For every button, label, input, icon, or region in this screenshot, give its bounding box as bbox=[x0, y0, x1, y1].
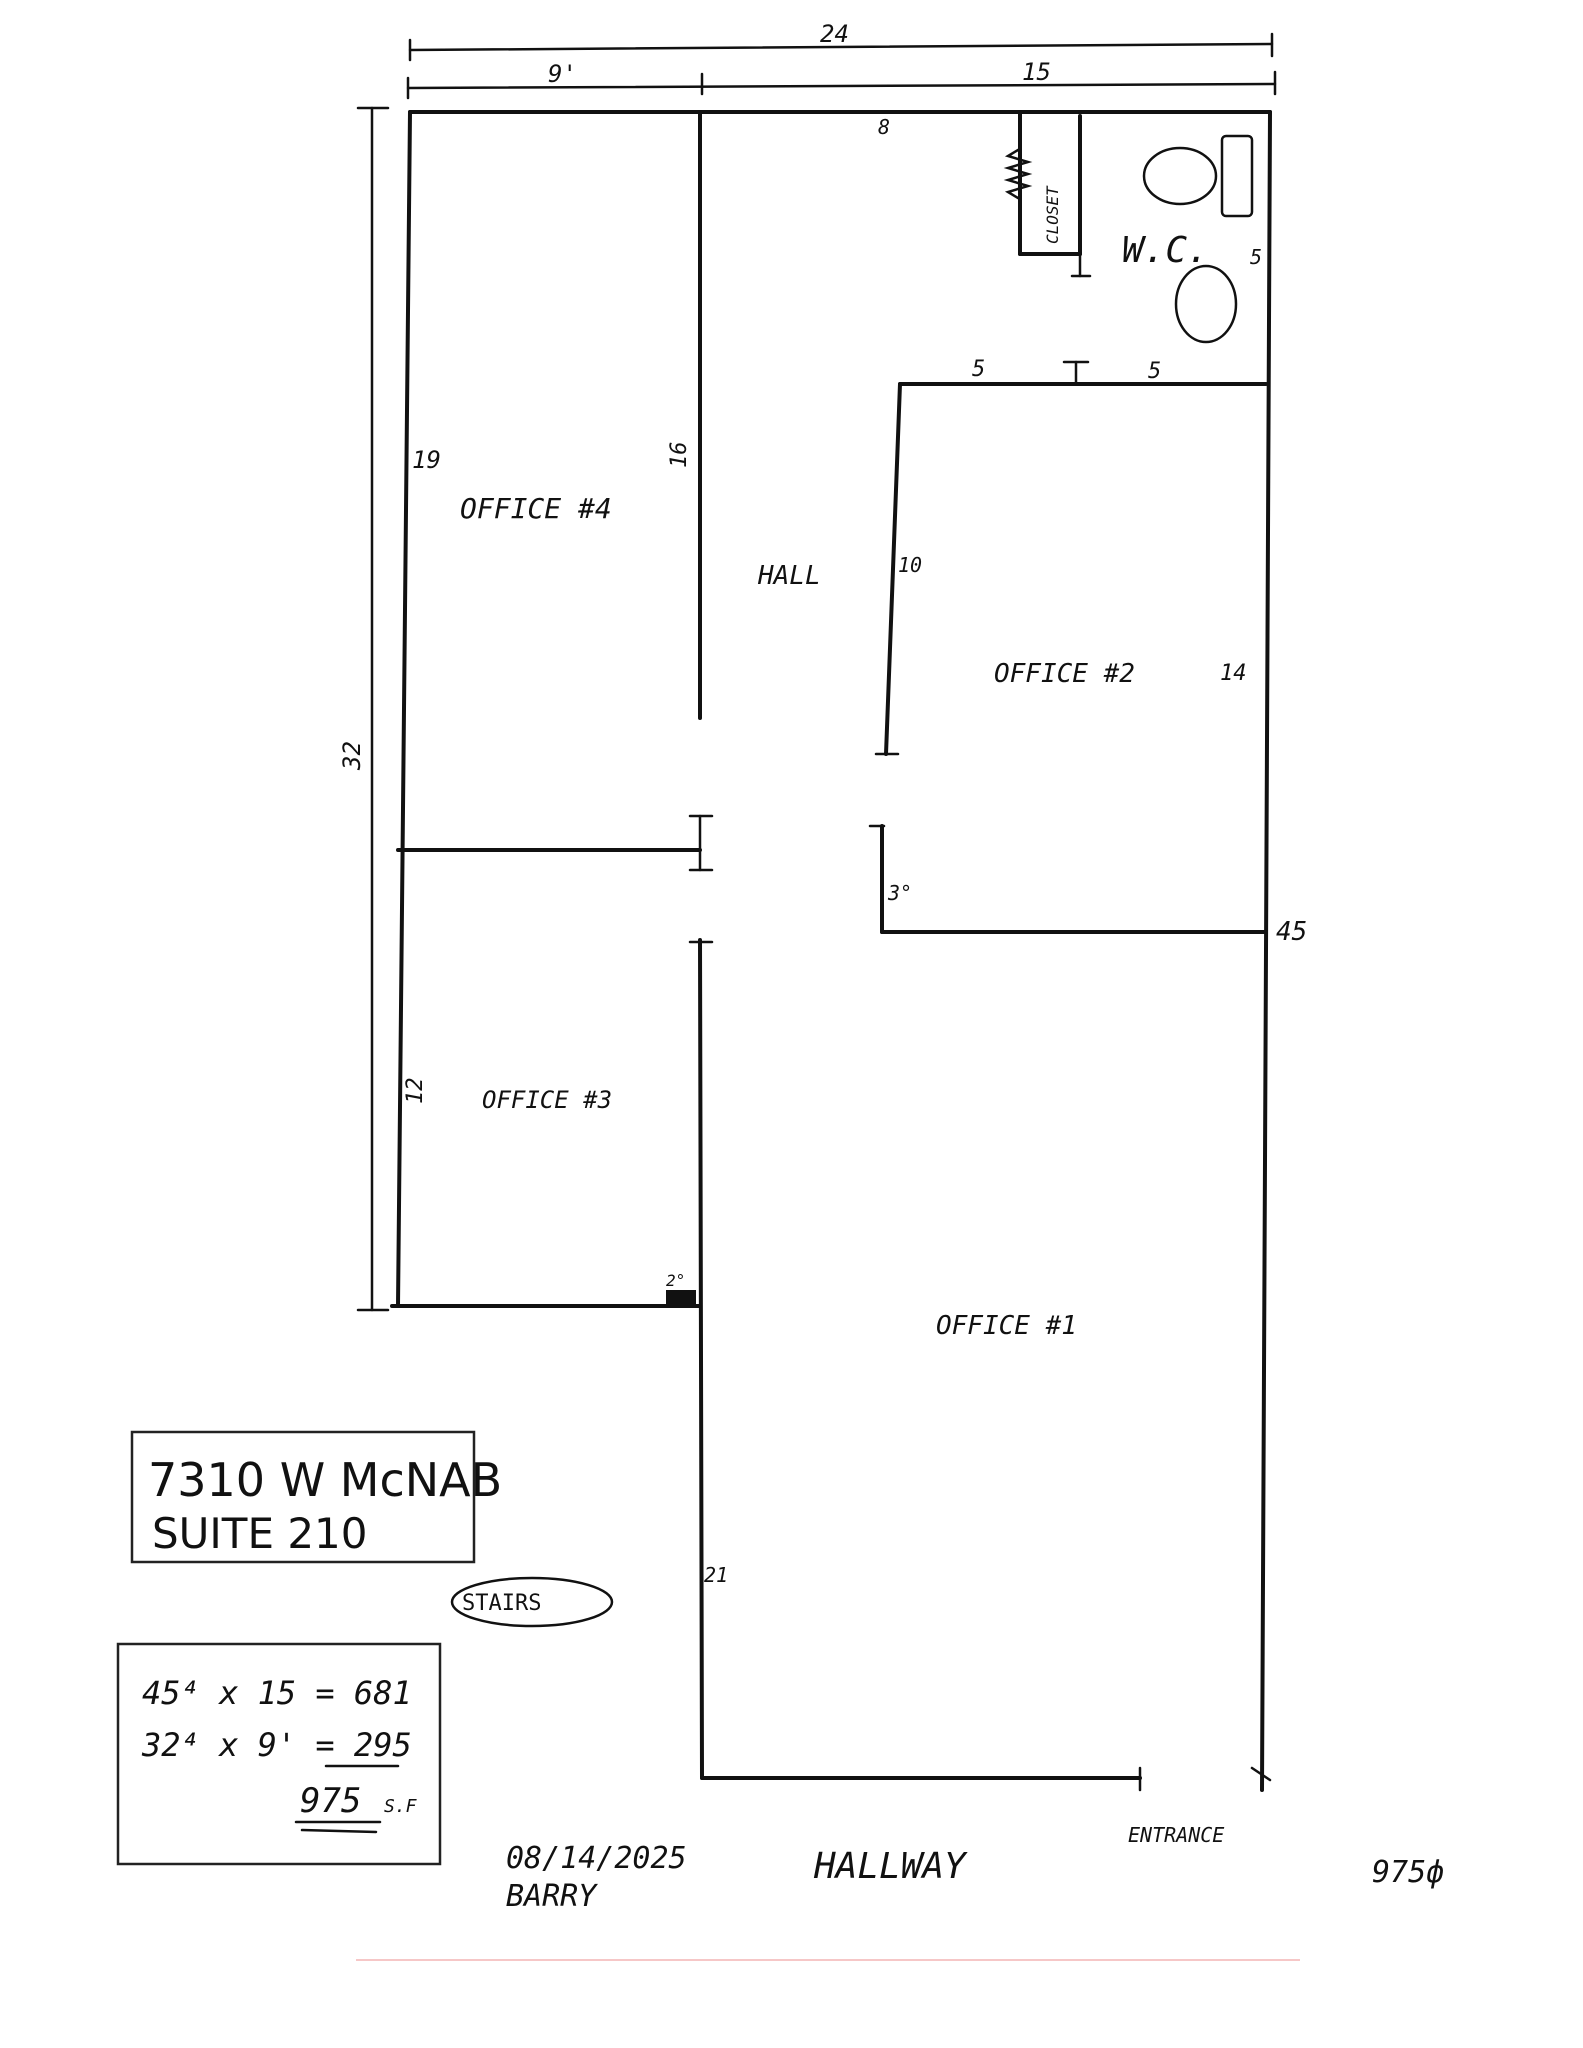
right-total-label: 45 bbox=[1276, 917, 1307, 947]
hallway-label: HALLWAY bbox=[813, 1846, 968, 1887]
office3-label: OFFICE #3 bbox=[482, 1086, 612, 1114]
total-depth-label: 32 bbox=[338, 741, 366, 771]
office1-label: OFFICE #1 bbox=[936, 1311, 1077, 1341]
top-wall-dimension: 8 bbox=[878, 115, 890, 139]
office1-left-label: 21 bbox=[704, 1563, 728, 1587]
calc-box bbox=[116, 1642, 442, 1866]
hall-label: HALL bbox=[757, 561, 821, 591]
office2-wall-left-label: 10 bbox=[898, 553, 922, 577]
closet-label: CLOSET bbox=[1043, 185, 1062, 244]
interior-walls bbox=[396, 110, 1272, 1792]
calc-unit: S.F bbox=[384, 1796, 418, 1817]
calc-line-1: 45⁴ x 15 = 681 bbox=[142, 1674, 412, 1712]
calc-total: 975 bbox=[300, 1781, 361, 1821]
office3-left-label: 12 bbox=[403, 1078, 428, 1105]
stairs-oval bbox=[450, 1576, 614, 1628]
right-width-label: 15 bbox=[1022, 58, 1051, 86]
wc-fixtures bbox=[1142, 134, 1254, 344]
address-box bbox=[130, 1430, 476, 1564]
author-label: BARRY bbox=[506, 1879, 598, 1914]
top-dimension-lines bbox=[406, 32, 1277, 100]
calc-line-2: 32⁴ x 9' = 295 bbox=[141, 1726, 412, 1764]
stairs-label: STAIRS bbox=[462, 1591, 541, 1616]
wc-label: W.C. bbox=[1122, 230, 1209, 271]
office4-label: OFFICE #4 bbox=[460, 492, 612, 525]
office2-bottom-label: 3° bbox=[887, 881, 912, 905]
office3-door-label: 2° bbox=[666, 1271, 685, 1290]
date-label: 08/14/2025 bbox=[506, 1841, 687, 1876]
closet bbox=[1003, 110, 1092, 278]
left-width-label: 9' bbox=[548, 60, 577, 88]
office4-depth-label: 19 bbox=[412, 446, 441, 474]
wc-right-label: 5 bbox=[1250, 245, 1262, 269]
entrance-label: ENTRANCE bbox=[1128, 1823, 1224, 1847]
wc-top-left-label: 5 bbox=[972, 357, 985, 382]
wc-top-right-label: 5 bbox=[1148, 359, 1161, 384]
address-street: 7310 W McNAB bbox=[148, 1453, 502, 1507]
outer-walls bbox=[390, 110, 1272, 1792]
total-width-label: 24 bbox=[820, 20, 849, 48]
office2-label: OFFICE #2 bbox=[994, 659, 1135, 689]
left-depth-line bbox=[356, 106, 390, 1312]
hall-wall-label: 16 bbox=[667, 442, 692, 469]
code-label: 975ф bbox=[1372, 1855, 1444, 1890]
office2-right-label: 14 bbox=[1220, 661, 1247, 686]
address-suite: SUITE 210 bbox=[152, 1509, 368, 1558]
